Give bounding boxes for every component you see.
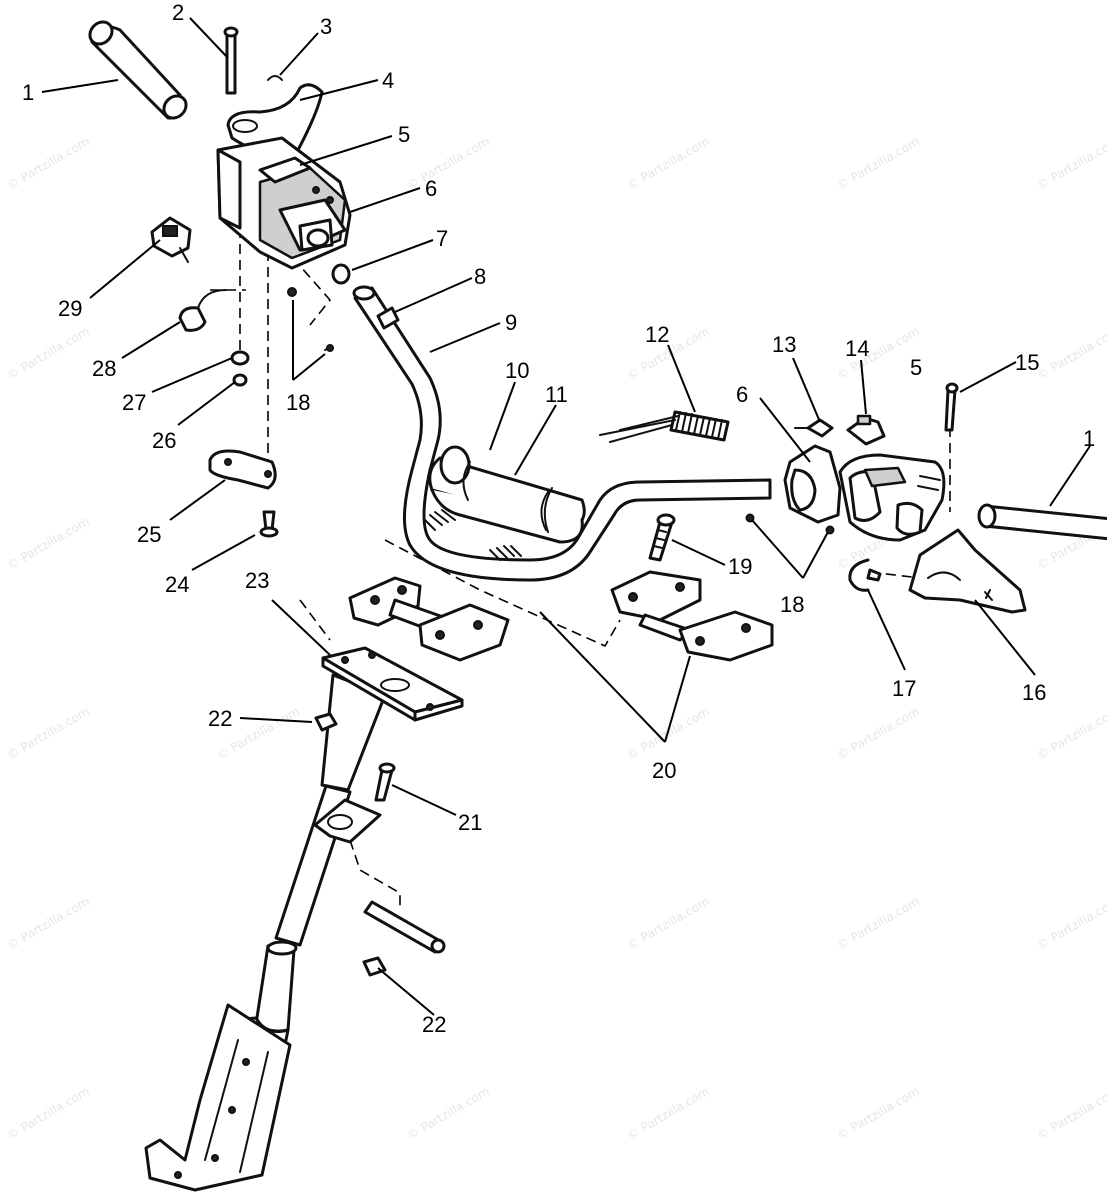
left-screws — [287, 287, 334, 352]
watermark-layer: © Partzilla.com © Partzilla.com © Partzi… — [5, 134, 1107, 1142]
clip — [267, 75, 283, 81]
callout-5: 5 — [398, 122, 410, 147]
left-bolt — [223, 26, 239, 95]
callout-9: 9 — [505, 310, 517, 335]
lower-clamp-caps — [348, 576, 510, 662]
watermark: © Partzilla.com — [625, 894, 712, 952]
washers — [230, 350, 250, 387]
right-screws — [745, 513, 835, 535]
callout-13: 13 — [772, 332, 796, 357]
right-switch-parts — [794, 414, 886, 446]
callout-1: 1 — [22, 80, 34, 105]
watermark: © Partzilla.com — [5, 134, 92, 192]
callout-20: 20 — [652, 758, 676, 783]
kill-switch — [150, 216, 192, 263]
switch-plate — [208, 449, 277, 490]
watermark: © Partzilla.com — [405, 1084, 492, 1142]
watermark: © Partzilla.com — [835, 704, 922, 762]
heater-element — [599, 410, 730, 443]
callout-22-upper: 22 — [208, 706, 232, 731]
callout-6-right: 6 — [736, 382, 748, 407]
watermark: © Partzilla.com — [835, 1084, 922, 1142]
callout-25: 25 — [137, 522, 161, 547]
bushing — [363, 900, 446, 954]
callout-10: 10 — [505, 358, 529, 383]
callout-3: 3 — [320, 14, 332, 39]
upper-clamp — [610, 570, 774, 662]
callout-12: 12 — [645, 322, 669, 347]
callout-1-right: 1 — [1083, 426, 1095, 451]
left-control-housing — [216, 136, 352, 270]
callout-23: 23 — [245, 568, 269, 593]
right-housing-screw — [944, 382, 959, 432]
callout-29: 29 — [58, 296, 82, 321]
callout-11: 11 — [545, 382, 568, 407]
watermark: © Partzilla.com — [835, 134, 922, 192]
callout-28: 28 — [92, 356, 116, 381]
right-throttle-block — [783, 444, 842, 524]
callout-7: 7 — [436, 226, 448, 251]
left-bushing — [331, 263, 351, 285]
watermark: © Partzilla.com — [5, 324, 92, 382]
knob — [178, 289, 227, 332]
callout-labels: 1 2 3 4 5 6 7 8 9 10 11 12 13 14 5 15 1 … — [22, 0, 1095, 1037]
handlebar-pad — [428, 445, 586, 544]
callout-18-left: 18 — [286, 390, 310, 415]
callout-4: 4 — [382, 68, 394, 93]
left-grip — [88, 20, 188, 120]
watermark: © Partzilla.com — [405, 134, 492, 192]
handlebar — [352, 285, 772, 582]
watermark: © Partzilla.com — [1035, 324, 1107, 382]
watermark: © Partzilla.com — [5, 894, 92, 952]
callout-19: 19 — [728, 554, 752, 579]
callout-15: 15 — [1015, 350, 1039, 375]
watermark: © Partzilla.com — [1035, 704, 1107, 762]
steering-column — [144, 673, 387, 1192]
callout-18-right: 18 — [780, 592, 804, 617]
callout-27: 27 — [122, 390, 146, 415]
callout-16: 16 — [1022, 680, 1046, 705]
mounting-plate — [321, 646, 464, 722]
right-control-housing — [838, 453, 946, 542]
callout-22-lower: 22 — [422, 1012, 446, 1037]
band-clamp — [376, 306, 400, 330]
watermark: © Partzilla.com — [1035, 134, 1107, 192]
watermark: © Partzilla.com — [1035, 894, 1107, 952]
upper-nut — [314, 712, 338, 732]
callout-6: 6 — [425, 176, 437, 201]
callout-17: 17 — [892, 676, 916, 701]
watermark: © Partzilla.com — [1035, 1084, 1107, 1142]
leader-lines — [41, 17, 1091, 1016]
clamp-bolt — [374, 762, 396, 802]
mounting-screw — [259, 510, 279, 538]
watermark: © Partzilla.com — [835, 894, 922, 952]
watermark: © Partzilla.com — [5, 514, 92, 572]
lever-clip — [848, 558, 882, 592]
watermark: © Partzilla.com — [5, 1084, 92, 1142]
clamp-cap-bolt — [648, 513, 676, 562]
callout-21: 21 — [458, 810, 482, 835]
callout-24: 24 — [165, 572, 189, 597]
callout-26: 26 — [152, 428, 176, 453]
right-grip — [977, 503, 1107, 541]
brake-lever — [908, 528, 1027, 614]
callout-2: 2 — [172, 0, 184, 25]
clamp-bracket — [313, 798, 382, 844]
callout-14: 14 — [845, 336, 869, 361]
callout-5-right: 5 — [910, 355, 922, 380]
watermark: © Partzilla.com — [625, 1084, 712, 1142]
callout-8: 8 — [474, 264, 486, 289]
watermark: © Partzilla.com — [625, 134, 712, 192]
watermark: © Partzilla.com — [5, 704, 92, 762]
